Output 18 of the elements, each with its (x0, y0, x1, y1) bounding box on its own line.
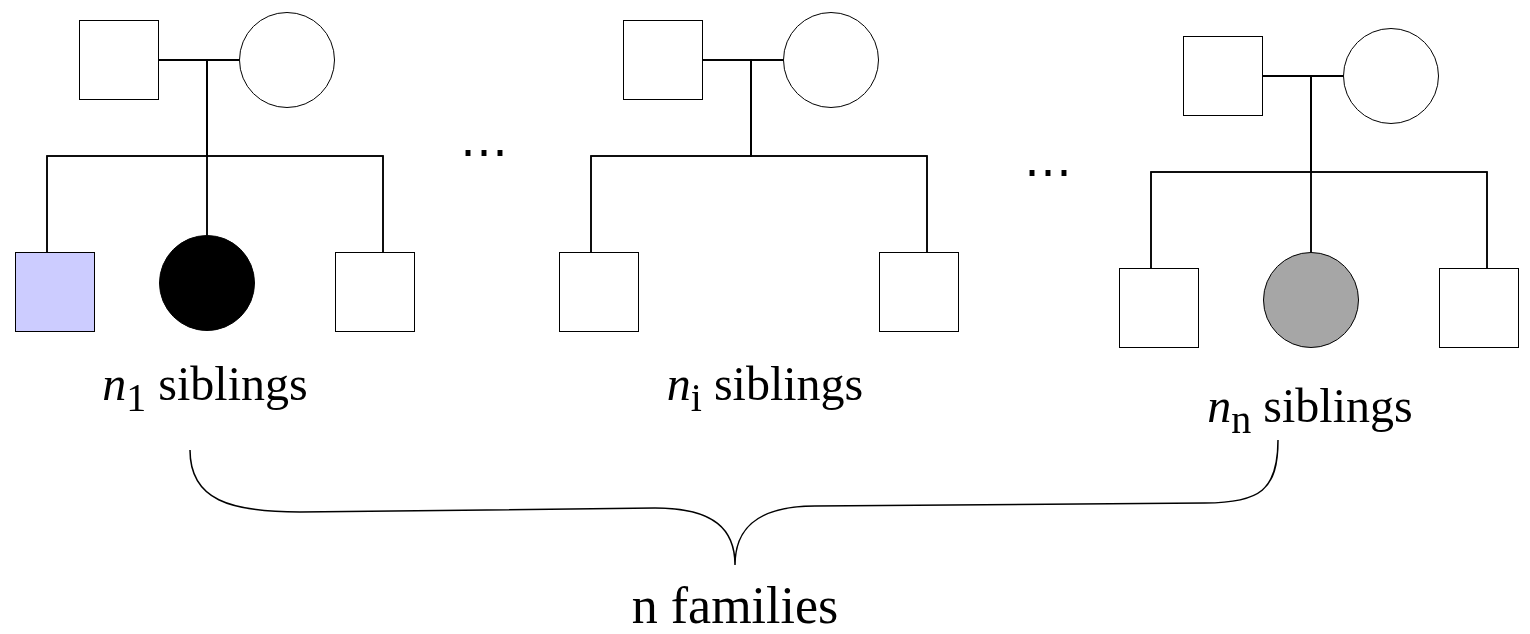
pedigree-line (750, 59, 928, 253)
male-square (15, 252, 95, 332)
group-label: n families (631, 580, 839, 632)
group-label: n$_{i}$ siblings (666, 360, 864, 418)
ellipsis: ⋯ (1024, 148, 1072, 196)
male-square (559, 252, 639, 332)
male-square (1183, 36, 1263, 116)
male-square (1439, 268, 1519, 348)
group-label: n$_{1}$ siblings (102, 360, 308, 418)
ellipsis: ⋯ (460, 128, 508, 176)
male-square (623, 20, 703, 100)
male-square (335, 252, 415, 332)
male-square (1119, 268, 1199, 348)
pedigree-line (206, 59, 384, 253)
male-square (79, 20, 159, 100)
group-label: n$_{n}$ siblings (1207, 382, 1413, 440)
pedigree-line (1310, 75, 1488, 269)
male-square (879, 252, 959, 332)
